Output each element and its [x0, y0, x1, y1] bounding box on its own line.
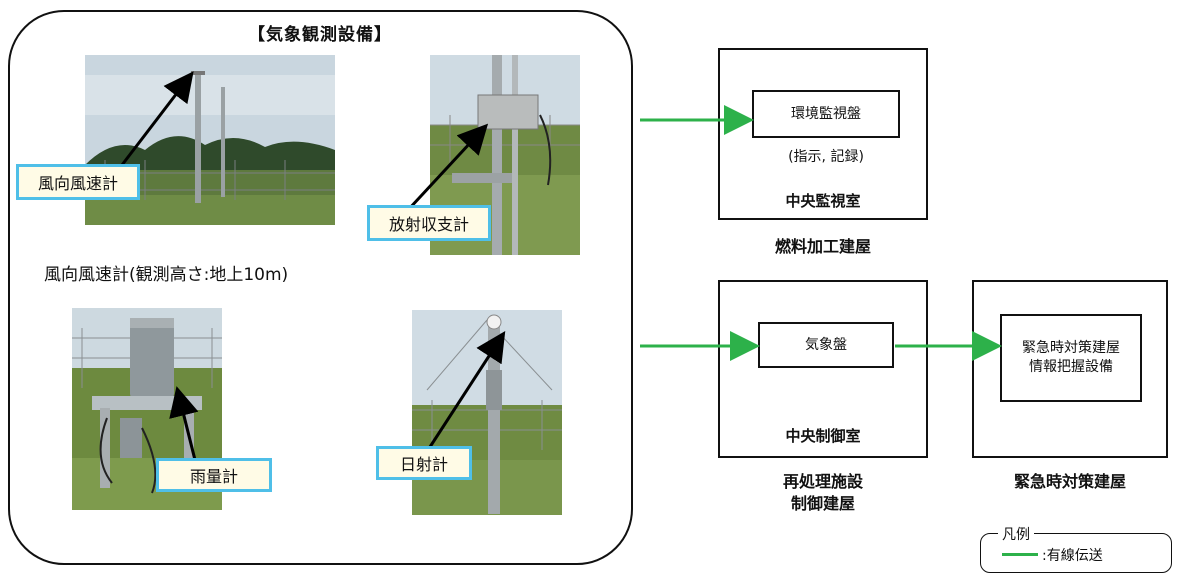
emergency-building-box: [972, 280, 1168, 458]
pyranometer-label: 日射計: [376, 446, 472, 480]
central-control-room-box: [718, 280, 928, 458]
legend-item-label: :有線伝送: [1042, 548, 1103, 564]
anemometer-photo: [85, 55, 335, 225]
legend-line-sample: [1002, 553, 1038, 556]
equipment-panel-title: 【気象観測設備】: [248, 25, 392, 45]
anemometer-label: 風向風速計: [16, 164, 140, 200]
fuel-building-label: 燃料加工建屋: [774, 237, 871, 256]
emergency-building-label: 緊急時対策建屋: [1013, 472, 1126, 491]
central-monitoring-room-box: [718, 48, 928, 220]
rain-gauge-label: 雨量計: [156, 458, 272, 492]
equipment-panel: [8, 10, 633, 565]
emergency-info-equipment: 緊急時対策建屋 情報把握設備: [1000, 314, 1142, 402]
reprocessing-building-line1: 再処理施設: [782, 472, 863, 491]
anemometer-caption: 風向風速計(観測高さ:地上10m): [44, 265, 289, 285]
emergency-info-equipment-line1: 緊急時対策建屋: [1022, 340, 1120, 357]
panel-note: (指示, 記録): [788, 149, 864, 165]
legend-title: 凡例: [998, 524, 1034, 544]
net-radiometer-label: 放射収支計: [367, 205, 491, 241]
central-control-room-label: 中央制御室: [785, 427, 861, 445]
reprocessing-building-line2: 制御建屋: [790, 494, 855, 513]
central-monitoring-room-label: 中央監視室: [785, 192, 861, 210]
emergency-info-equipment-line2: 情報把握設備: [1029, 359, 1113, 375]
legend: [980, 533, 1172, 573]
photo-pointer-arrows: [120, 71, 506, 461]
